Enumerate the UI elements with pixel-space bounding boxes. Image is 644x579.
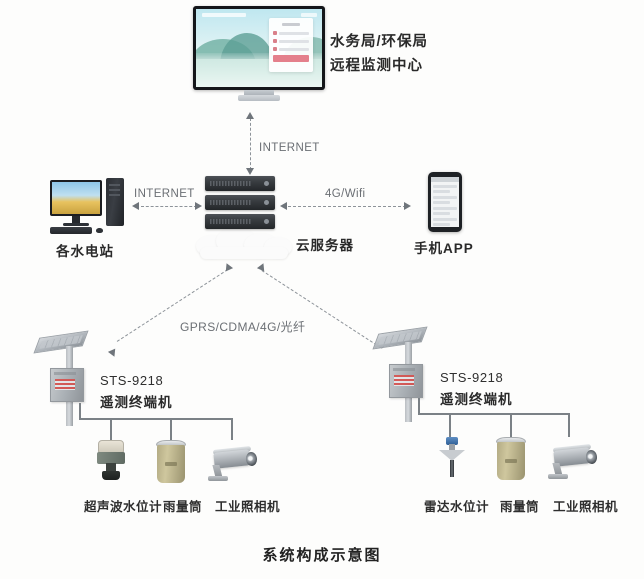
phone-body (428, 172, 462, 232)
link-station2-cloud-line (261, 270, 382, 349)
monitor-bezel (193, 6, 325, 90)
station-2-solar-pole-cabinet (372, 326, 445, 423)
rain-gauge-icon (496, 437, 526, 482)
server-unit (205, 176, 275, 191)
pc-screen (52, 182, 100, 214)
station-2-sensor-3-label: 工业照相机 (553, 500, 619, 514)
station-2-model: STS-9218 (440, 370, 504, 385)
station-2-sensor-drop (510, 413, 512, 437)
diagram-title: 系统构成示意图 (262, 547, 382, 564)
mobile-app-phone (428, 172, 462, 232)
keyboard-icon (50, 227, 92, 234)
hydropower-station-computer (48, 176, 128, 238)
link-cloud-station1-arrow (107, 348, 119, 359)
label-hydropower-stations: 各水电站 (56, 244, 114, 259)
server-unit (205, 195, 275, 210)
solar-panel-icon (372, 326, 428, 350)
link-monitor-server-line (250, 118, 251, 170)
link-label-internet-vertical: INTERNET (259, 142, 320, 154)
login-button-placeholder (273, 55, 309, 62)
shield-icon (273, 47, 277, 51)
station-2-sensor-drop (449, 413, 451, 437)
terminal-cabinet (389, 364, 423, 398)
pc-monitor-foot (63, 223, 89, 226)
heading-monitoring-center: 远程监测中心 (330, 58, 423, 74)
industrial-camera-icon (208, 445, 260, 485)
ultrasonic-level-sensor-icon (96, 440, 126, 482)
link-server-phone-arrow-right (404, 202, 411, 210)
station-2-bus-horizontal (418, 413, 570, 415)
station-2-sensor-drop (568, 413, 570, 437)
screen-logo-placeholder (202, 13, 246, 17)
label-cloud-server: 云服务器 (296, 238, 354, 253)
station-2-name: 遥测终端机 (440, 392, 513, 407)
app-header-bar (431, 177, 459, 182)
link-label-4g-wifi: 4G/Wifi (325, 188, 366, 200)
rain-gauge-icon (156, 440, 186, 485)
solar-panel-icon (33, 330, 89, 354)
station-1-name: 遥测终端机 (100, 395, 173, 410)
station-1-sensor-drop (110, 418, 112, 440)
station-1-sensor-drop (231, 418, 233, 440)
station-1-bus-drop (79, 403, 81, 419)
lock-icon (273, 39, 277, 43)
station-1-sensor-2-label: 雨量筒 (163, 500, 203, 514)
pc-monitor (50, 180, 102, 216)
phone-screen (431, 177, 459, 227)
mouse-icon (96, 228, 103, 233)
cloud-shape (196, 225, 292, 259)
radar-level-sensor-icon (437, 437, 467, 482)
user-icon (273, 31, 277, 35)
terminal-cabinet (50, 368, 84, 402)
link-station2-cloud-arrow (256, 261, 268, 272)
station-1-sensor-1-label: 超声波水位计 (84, 500, 163, 514)
station-1-sensor-3-label: 工业照相机 (215, 500, 281, 514)
link-monitor-server-arrow-up (246, 112, 254, 119)
link-pc-server-arrow-right (195, 202, 202, 210)
pc-tower (106, 178, 124, 226)
login-card (269, 18, 313, 72)
link-server-phone-arrow-left (280, 202, 287, 210)
station-1-solar-pole-cabinet (33, 330, 106, 427)
industrial-camera-icon (548, 443, 600, 483)
pc-monitor-stand (72, 216, 80, 224)
server-unit (205, 214, 275, 229)
username-field-placeholder (273, 31, 309, 35)
link-station1-cloud-arrow (222, 261, 234, 272)
station-1-bus-horizontal (79, 418, 233, 420)
heading-department: 水务局/环保局 (330, 34, 429, 50)
screen-nav-placeholder (301, 13, 317, 17)
login-title-placeholder (282, 23, 300, 26)
monitor-screen (196, 9, 322, 87)
cabinet-label (394, 375, 414, 386)
remote-monitoring-center-monitor (193, 6, 325, 114)
station-1-model: STS-9218 (100, 373, 164, 388)
link-monitor-server-arrow-down (246, 168, 254, 175)
cabinet-label (55, 379, 75, 390)
link-label-internet-horizontal: INTERNET (134, 188, 195, 200)
label-mobile-app: 手机APP (414, 241, 474, 256)
station-1-sensor-drop (170, 418, 172, 440)
monitor-neck (244, 90, 274, 95)
link-label-gprs-cdma-4g-fiber: GPRS/CDMA/4G/光纤 (180, 320, 306, 334)
link-server-phone-line (288, 206, 406, 207)
link-pc-server-arrow-left (132, 202, 139, 210)
cloud-server-stack (205, 176, 275, 234)
station-2-sensor-2-label: 雨量筒 (500, 500, 540, 514)
password-field-placeholder (273, 39, 309, 43)
monitor-base (238, 95, 280, 101)
station-2-sensor-1-label: 雷达水位计 (424, 500, 490, 514)
link-pc-server-line (141, 206, 197, 207)
station-2-bus-drop (418, 398, 420, 414)
captcha-field-placeholder (273, 47, 309, 51)
